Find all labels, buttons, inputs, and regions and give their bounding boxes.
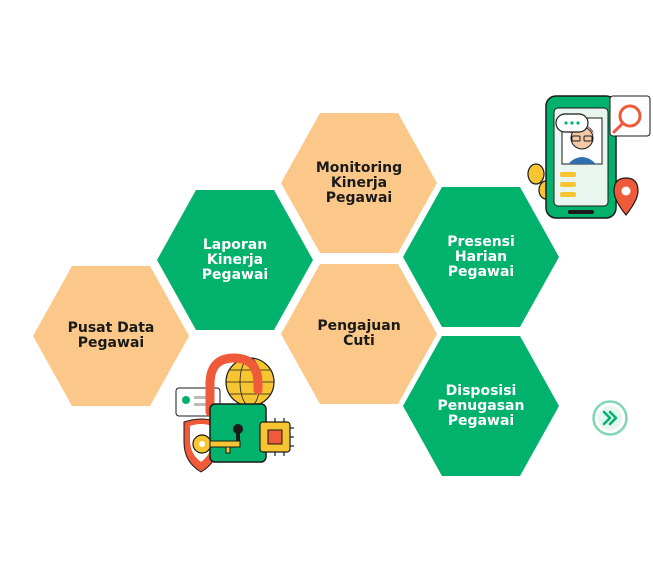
module-label: Pusat Data Pegawai [67,320,155,351]
module-label: Pengajuan Cuti [317,318,401,349]
module-laporan-kinerja-pegawai[interactable]: Laporan Kinerja Pegawai [157,190,313,330]
module-label: Monitoring Kinerja Pegawai [315,159,403,206]
module-label: Laporan Kinerja Pegawai [201,236,269,283]
module-disposisi-penugasan-pegawai[interactable]: Disposisi Penugasan Pegawai [403,336,559,476]
module-presensi-harian-pegawai[interactable]: Presensi Harian Pegawai [403,187,559,327]
double-chevron-right-icon [592,400,628,436]
module-pusat-data-pegawai[interactable]: Pusat Data Pegawai [33,266,189,406]
module-label: Presensi Harian Pegawai [447,233,515,280]
module-pengajuan-cuti[interactable]: Pengajuan Cuti [281,264,437,404]
module-label: Disposisi Penugasan Pegawai [437,382,525,429]
phone-avatar-illustration [526,92,652,230]
next-button[interactable] [592,400,628,436]
padlock-key-illustration [170,352,298,476]
module-monitoring-kinerja-pegawai[interactable]: Monitoring Kinerja Pegawai [281,113,437,253]
